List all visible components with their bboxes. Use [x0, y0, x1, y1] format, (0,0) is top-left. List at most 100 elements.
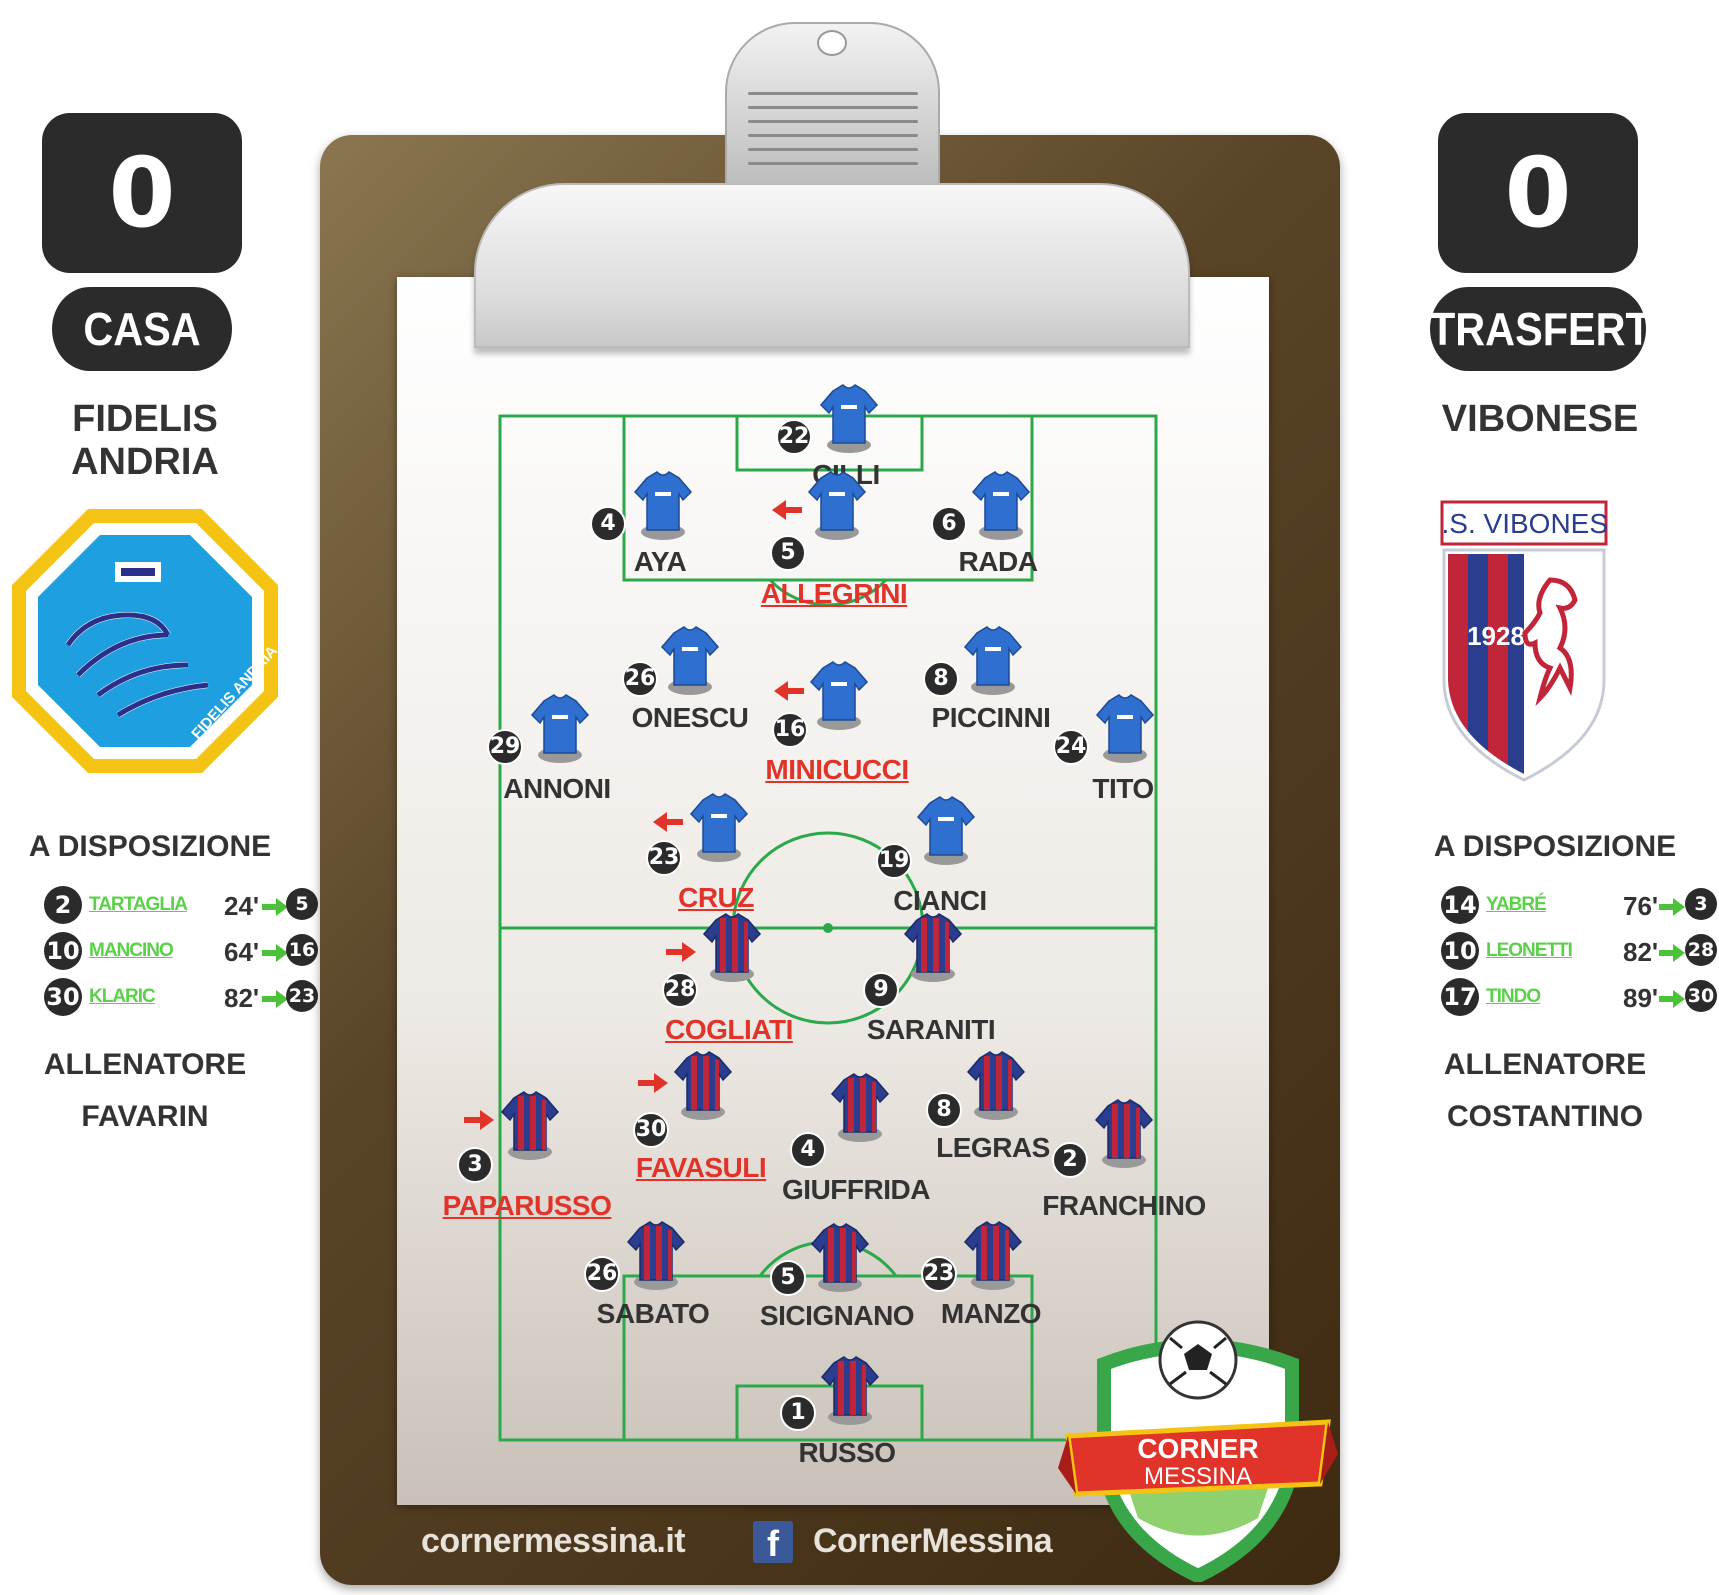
- clipboard-clip-base: [474, 183, 1190, 348]
- bench-player-name: TINDO: [1486, 986, 1541, 1007]
- bench-minute: 64': [224, 937, 260, 967]
- bench-number: 14: [1441, 886, 1479, 924]
- player-number: 23: [921, 1256, 957, 1292]
- shirt-icon: [633, 471, 693, 540]
- home-team-name: FIDELIS ANDRIA: [71, 398, 219, 483]
- shirt-icon: [530, 694, 590, 763]
- player-name: FAVASULI: [635, 1152, 767, 1183]
- player-number: 3: [457, 1147, 493, 1183]
- home-player: 4 AYA: [590, 471, 693, 577]
- away-bench-row: 17 TINDO 89' 30: [1441, 978, 1719, 1018]
- shirt-icon: [819, 384, 879, 453]
- shirt-icon: [810, 1223, 870, 1292]
- player-number: 4: [790, 1132, 826, 1168]
- player-name: TITO: [1092, 773, 1154, 804]
- red-arrow-icon: [666, 942, 696, 962]
- player-number: 2: [1052, 1142, 1088, 1178]
- shirt-icon: [830, 1073, 890, 1142]
- bench-player-name: KLARIC: [89, 986, 156, 1007]
- footer-website-link[interactable]: cornermessina.it: [421, 1522, 686, 1560]
- clip-ridge: [748, 92, 918, 95]
- home-player: 19 CIANCI: [876, 796, 987, 916]
- home-coach-name: FAVARIN: [81, 1100, 209, 1133]
- pitch-top-six: [735, 414, 924, 472]
- red-arrow-icon: [638, 1073, 668, 1093]
- player-name: SARANITI: [866, 1014, 996, 1045]
- badge-line2: MESSINA: [1144, 1463, 1252, 1490]
- player-name: ALLEGRINI: [760, 578, 908, 609]
- red-arrow-icon: [653, 812, 683, 832]
- green-arrow-icon: [1659, 898, 1685, 916]
- player-number: 24: [1053, 729, 1089, 765]
- player-number: 30: [633, 1112, 669, 1148]
- shirt-icon: [1095, 694, 1155, 763]
- shirt-icon: [966, 1051, 1026, 1120]
- home-bench-row: 2 TARTAGLIA 24' 5: [44, 886, 334, 926]
- home-bench-row: 30 KLARIC 82' 23: [44, 978, 334, 1018]
- bench-minute: 82': [224, 983, 260, 1013]
- player-number: 26: [584, 1256, 620, 1292]
- player-number: 28: [662, 972, 698, 1008]
- bench-minute: 24': [224, 891, 260, 921]
- player-name: MANZO: [940, 1298, 1042, 1329]
- away-player: 5 SICIGNANO: [760, 1223, 915, 1331]
- shirt-icon: [963, 626, 1023, 695]
- shirt-icon: [1094, 1099, 1154, 1168]
- shirt-icon: [660, 626, 720, 695]
- home-player: 16 MINICUCCI: [765, 661, 909, 785]
- away-score: 0: [1438, 113, 1638, 273]
- away-logo-text: U.S. VIBONESE: [1440, 508, 1608, 539]
- player-name: LEGRAS: [936, 1132, 1050, 1163]
- shirt-icon: [903, 913, 963, 982]
- red-arrow-icon: [464, 1110, 494, 1130]
- home-player: 29 ANNONI: [487, 694, 611, 804]
- bench-number: 10: [44, 932, 82, 970]
- bench-player-name: YABRÉ: [1486, 894, 1547, 915]
- pitch-bottom-six: [735, 1384, 924, 1442]
- bench-out-number: 16: [286, 934, 318, 966]
- home-player: 5 ALLEGRINI: [761, 471, 908, 609]
- player-name: MINICUCCI: [765, 754, 909, 785]
- away-bench-row: 10 LEONETTI 82' 28: [1441, 932, 1719, 972]
- home-player: 24 TITO: [1053, 694, 1154, 804]
- away-coach-title: ALLENATORE: [1443, 1048, 1647, 1081]
- player-number: 1: [780, 1395, 816, 1431]
- home-player: 26 ONESCU: [622, 626, 749, 733]
- bench-player-name: TARTAGLIA: [89, 894, 188, 915]
- clip-ridge: [748, 106, 918, 109]
- away-player: 3 PAPARUSSO: [443, 1091, 612, 1221]
- away-player: 1 RUSSO: [780, 1356, 896, 1468]
- badge-line1: CORNER: [1137, 1433, 1258, 1464]
- shirt-icon: [916, 796, 976, 865]
- footer-facebook-link[interactable]: CornerMessina: [813, 1522, 1053, 1560]
- player-number: 4: [590, 506, 626, 542]
- shirt-icon: [963, 1221, 1023, 1290]
- player-number: 8: [923, 661, 959, 697]
- player-name: CRUZ: [678, 882, 754, 913]
- away-player: 28 COGLIATI: [662, 913, 793, 1045]
- player-name: ANNONI: [503, 773, 611, 804]
- player-name: SABATO: [596, 1298, 710, 1329]
- facebook-icon[interactable]: f: [753, 1521, 793, 1564]
- bench-out-number: 23: [286, 980, 318, 1012]
- player-name: AYA: [633, 546, 687, 577]
- home-player: 8 PICCINNI: [923, 626, 1051, 733]
- home-bench-title: A DISPOSIZIONE: [28, 830, 272, 863]
- bench-minute: 89': [1623, 983, 1659, 1013]
- away-player: 30 FAVASULI: [633, 1051, 767, 1183]
- pitch-centre-spot: [823, 923, 833, 933]
- red-arrow-icon: [772, 500, 802, 520]
- shirt-icon: [971, 471, 1031, 540]
- red-arrow-icon: [774, 681, 804, 701]
- bench-number: 2: [44, 886, 82, 924]
- clip-ridge: [748, 134, 918, 137]
- corner-messina-badge: CORNER MESSINA: [1058, 1320, 1338, 1582]
- away-logo-year: 1928: [1467, 621, 1525, 651]
- away-player: 23 MANZO: [921, 1221, 1042, 1329]
- green-arrow-icon: [262, 990, 288, 1008]
- shirt-icon: [807, 471, 867, 540]
- player-name: GIUFFRIDA: [782, 1174, 930, 1205]
- player-number: 9: [863, 972, 899, 1008]
- shirt-icon: [702, 913, 762, 982]
- away-player: 8 LEGRAS: [926, 1051, 1050, 1163]
